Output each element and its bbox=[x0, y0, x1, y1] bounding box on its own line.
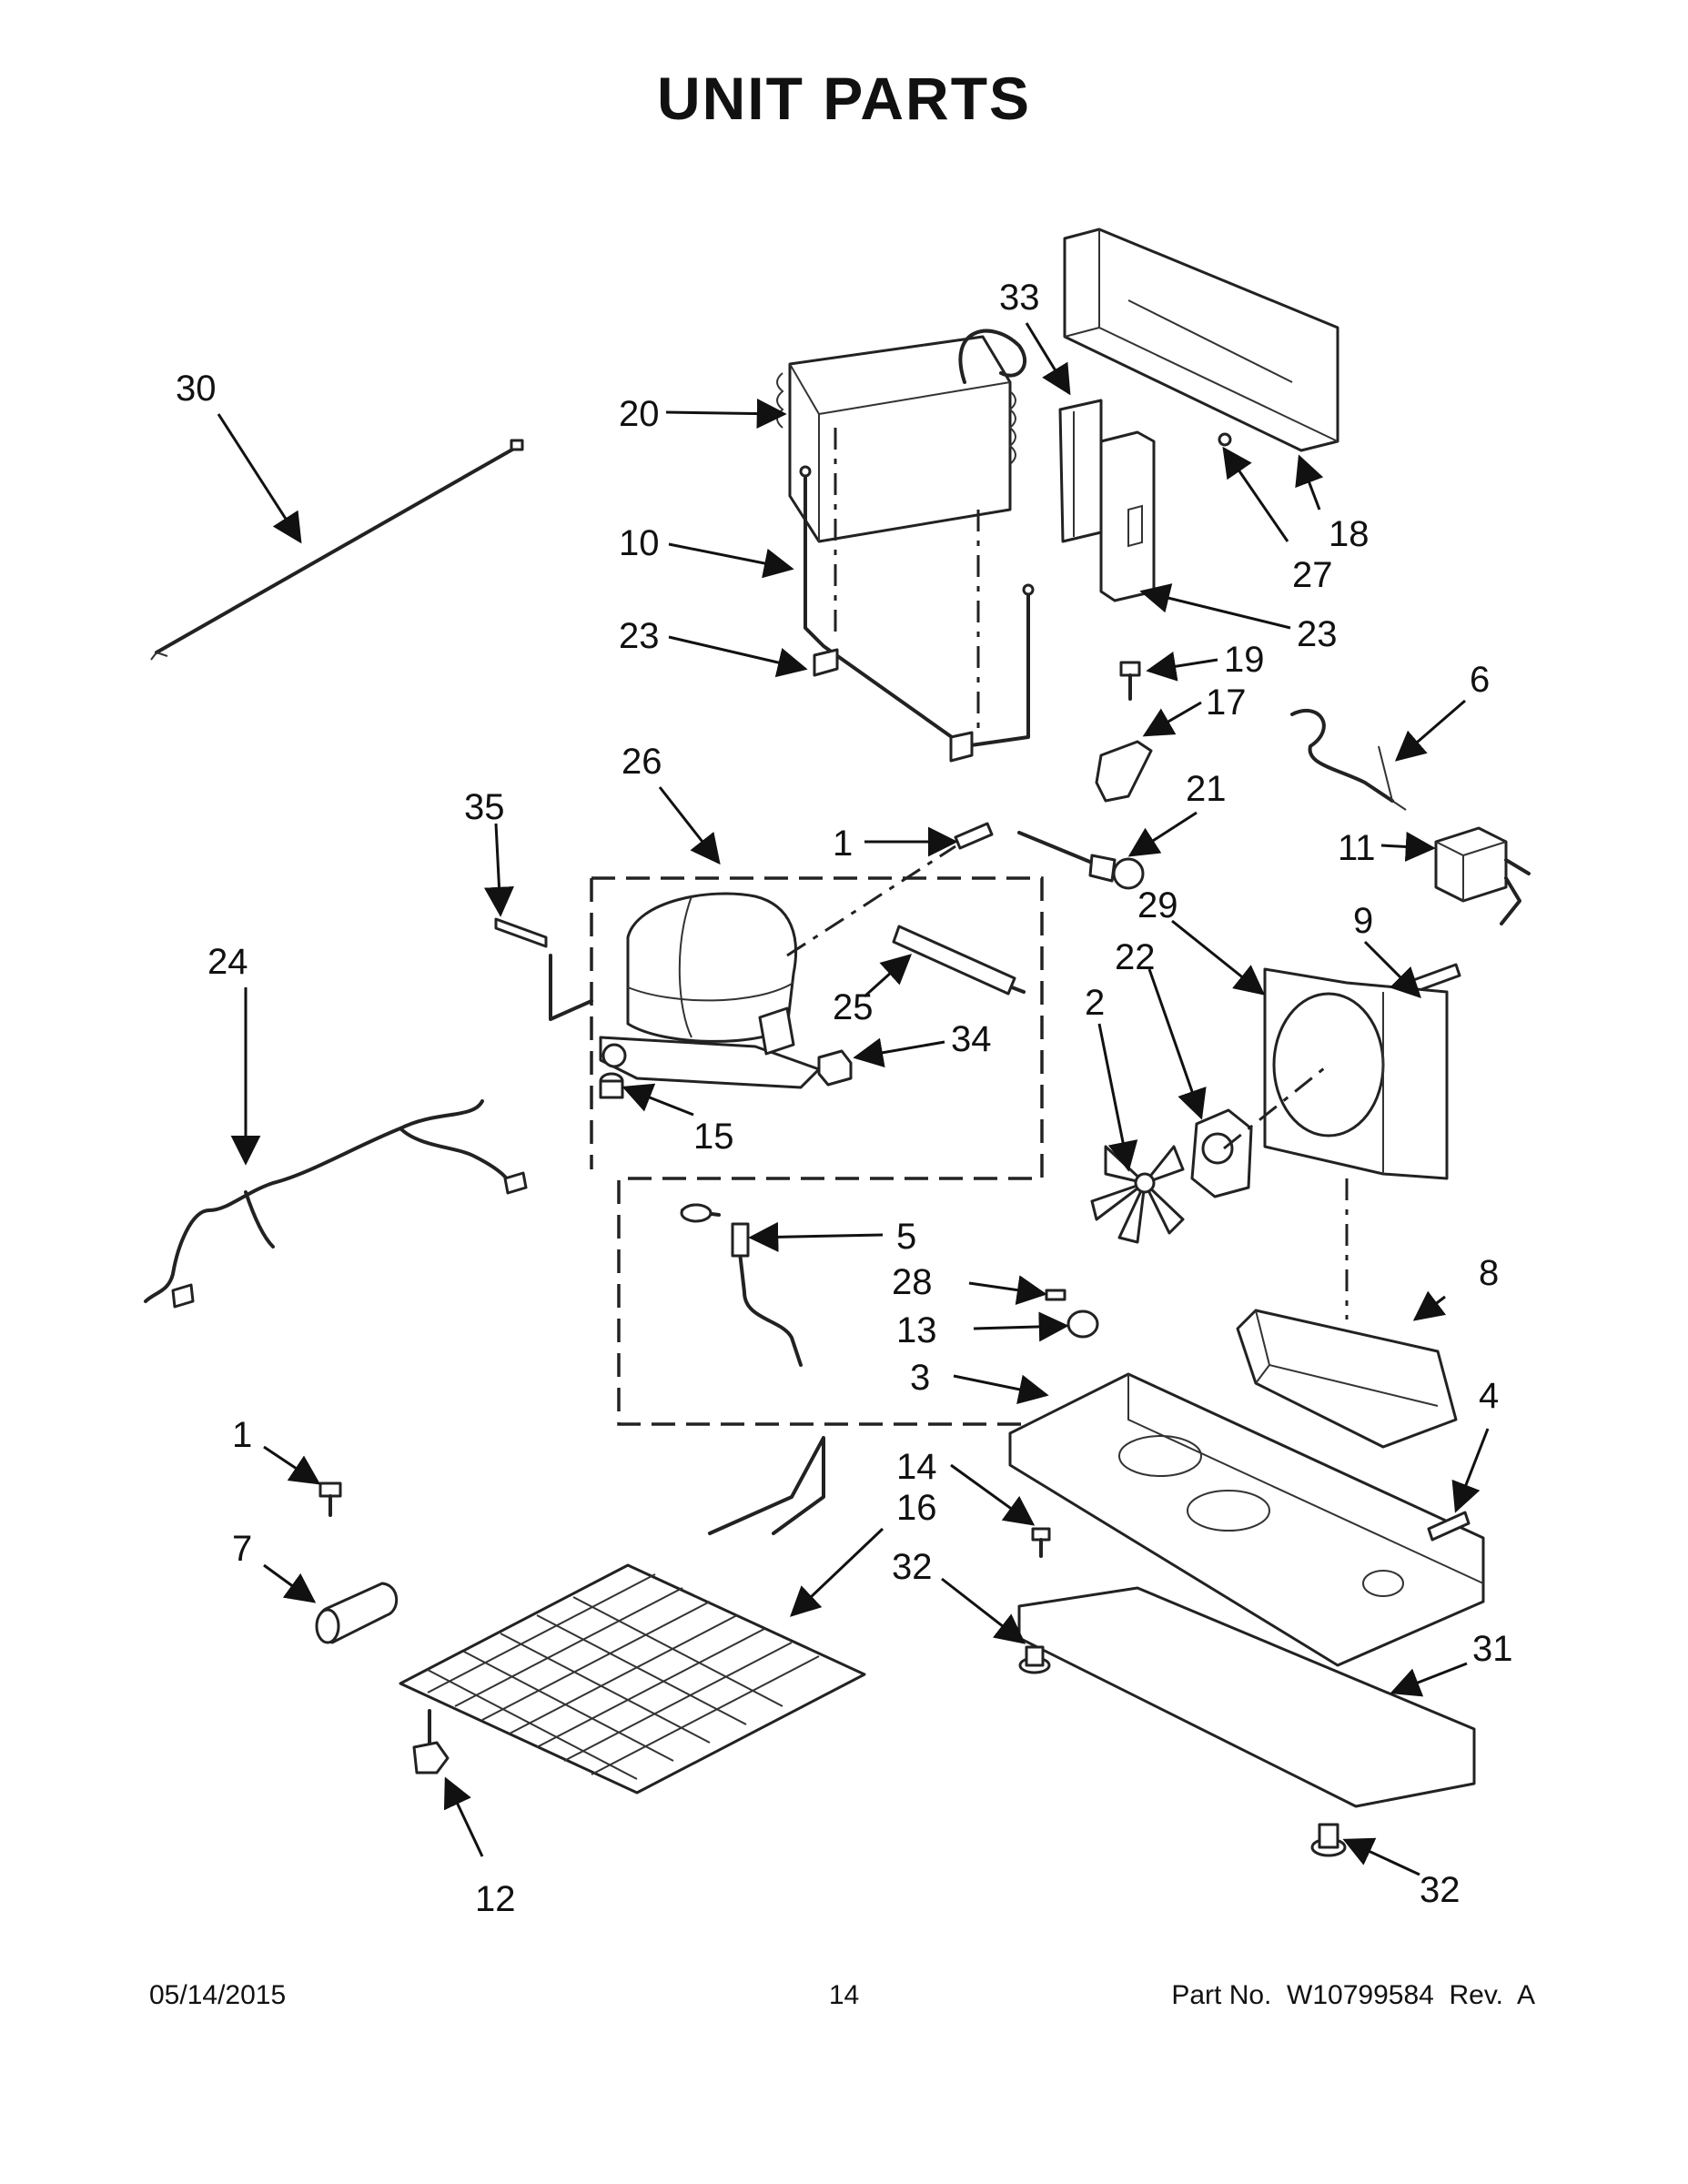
callout-13: 13 bbox=[896, 1310, 937, 1350]
part-12-clip bbox=[412, 1709, 450, 1774]
callout-10: 10 bbox=[619, 523, 660, 563]
part-34-cap bbox=[817, 1049, 853, 1087]
callout-20: 20 bbox=[619, 394, 660, 434]
assembly-line-fan bbox=[1223, 1063, 1349, 1320]
part-6-sensor-harness bbox=[1290, 708, 1407, 811]
callout-30: 30 bbox=[176, 369, 217, 409]
callout-9: 9 bbox=[1353, 901, 1373, 941]
callout-17: 17 bbox=[1206, 682, 1247, 723]
callout-5: 5 bbox=[896, 1217, 916, 1257]
part-32-foot-lower bbox=[1310, 1823, 1347, 1857]
part-8-bracket bbox=[1236, 1309, 1458, 1449]
callout-23-right: 23 bbox=[1297, 614, 1338, 654]
callout-25: 25 bbox=[833, 987, 874, 1027]
part-28-pin bbox=[1045, 1289, 1066, 1301]
callout-16: 16 bbox=[896, 1488, 937, 1528]
part-29-fan-shroud bbox=[1263, 967, 1449, 1180]
callout-28: 28 bbox=[892, 1262, 933, 1302]
part-25-drier bbox=[892, 925, 1026, 996]
callout-33: 33 bbox=[999, 278, 1040, 318]
callout-32-upper: 32 bbox=[892, 1547, 933, 1587]
part-10-frame bbox=[799, 465, 1035, 763]
part-27-screw bbox=[1218, 432, 1232, 447]
callout-1-top: 1 bbox=[833, 824, 853, 864]
leader-arrows bbox=[217, 322, 1490, 1876]
part-17-clip bbox=[1095, 740, 1153, 803]
callout-24: 24 bbox=[207, 942, 248, 982]
part-11-relay bbox=[1434, 826, 1531, 925]
part-24-wire-harness bbox=[144, 1099, 528, 1309]
part-1-screw-lower bbox=[318, 1481, 342, 1517]
callout-18: 18 bbox=[1329, 514, 1370, 554]
part-22-fan-motor bbox=[1190, 1108, 1253, 1198]
part-30-sensor-wire bbox=[150, 439, 524, 661]
assembly-line-compressor bbox=[786, 844, 956, 957]
part-18-channel bbox=[1063, 228, 1339, 452]
page-title: UNIT PARTS bbox=[656, 65, 1032, 132]
part-16-condenser-coil bbox=[399, 1436, 866, 1795]
callout-12: 12 bbox=[475, 1879, 516, 1919]
callout-32-lower: 32 bbox=[1420, 1870, 1461, 1910]
callout-15: 15 bbox=[693, 1117, 734, 1157]
part-32-foot-upper bbox=[1018, 1645, 1051, 1674]
part-14-screw bbox=[1031, 1527, 1051, 1558]
part-1-screw-top bbox=[954, 822, 994, 850]
callout-19: 19 bbox=[1224, 640, 1265, 680]
callout-29: 29 bbox=[1137, 885, 1178, 925]
callout-21: 21 bbox=[1186, 769, 1227, 809]
callout-23-left: 23 bbox=[619, 616, 660, 656]
callout-6: 6 bbox=[1470, 660, 1490, 700]
callout-3: 3 bbox=[910, 1358, 930, 1398]
callout-14: 14 bbox=[896, 1447, 937, 1487]
part-5-tube bbox=[680, 1203, 803, 1367]
callout-35: 35 bbox=[464, 787, 505, 827]
part-21-thermistor bbox=[1017, 831, 1145, 890]
callout-labels: 30 20 33 18 27 10 23 23 19 17 6 26 35 1 … bbox=[176, 278, 1513, 1919]
footer-date: 05/14/2015 bbox=[149, 1980, 287, 2010]
part-26-compressor-group bbox=[590, 876, 1046, 1426]
part-23-bracket-right bbox=[1099, 430, 1156, 602]
assembly-line-frame bbox=[834, 428, 980, 728]
part-19-screw bbox=[1119, 661, 1141, 701]
part-3-base-plate bbox=[1008, 1372, 1485, 1667]
footer-page-number: 14 bbox=[828, 1980, 860, 2010]
callout-11: 11 bbox=[1338, 828, 1376, 868]
callout-27: 27 bbox=[1292, 555, 1333, 595]
callout-4: 4 bbox=[1479, 1376, 1499, 1416]
part-4-screw bbox=[1427, 1511, 1471, 1542]
part-20-coil bbox=[776, 329, 1026, 543]
part-2-fan-blade bbox=[1090, 1145, 1185, 1244]
callout-1-lower: 1 bbox=[232, 1415, 252, 1455]
callout-26: 26 bbox=[622, 742, 662, 782]
part-33-bracket bbox=[1058, 399, 1103, 543]
part-35-bracket bbox=[494, 917, 593, 1021]
callout-2: 2 bbox=[1085, 983, 1105, 1023]
callout-31: 31 bbox=[1472, 1629, 1513, 1669]
part-7-sleeve bbox=[315, 1582, 399, 1644]
callout-7: 7 bbox=[232, 1529, 252, 1569]
footer-part-number: Part No. W10799584 Rev. A bbox=[1171, 1980, 1535, 2010]
callout-34: 34 bbox=[951, 1019, 992, 1059]
callout-8: 8 bbox=[1479, 1253, 1499, 1293]
part-15-grommet bbox=[599, 1072, 624, 1099]
callout-22: 22 bbox=[1115, 937, 1156, 977]
part-13-grommet bbox=[1066, 1309, 1099, 1339]
